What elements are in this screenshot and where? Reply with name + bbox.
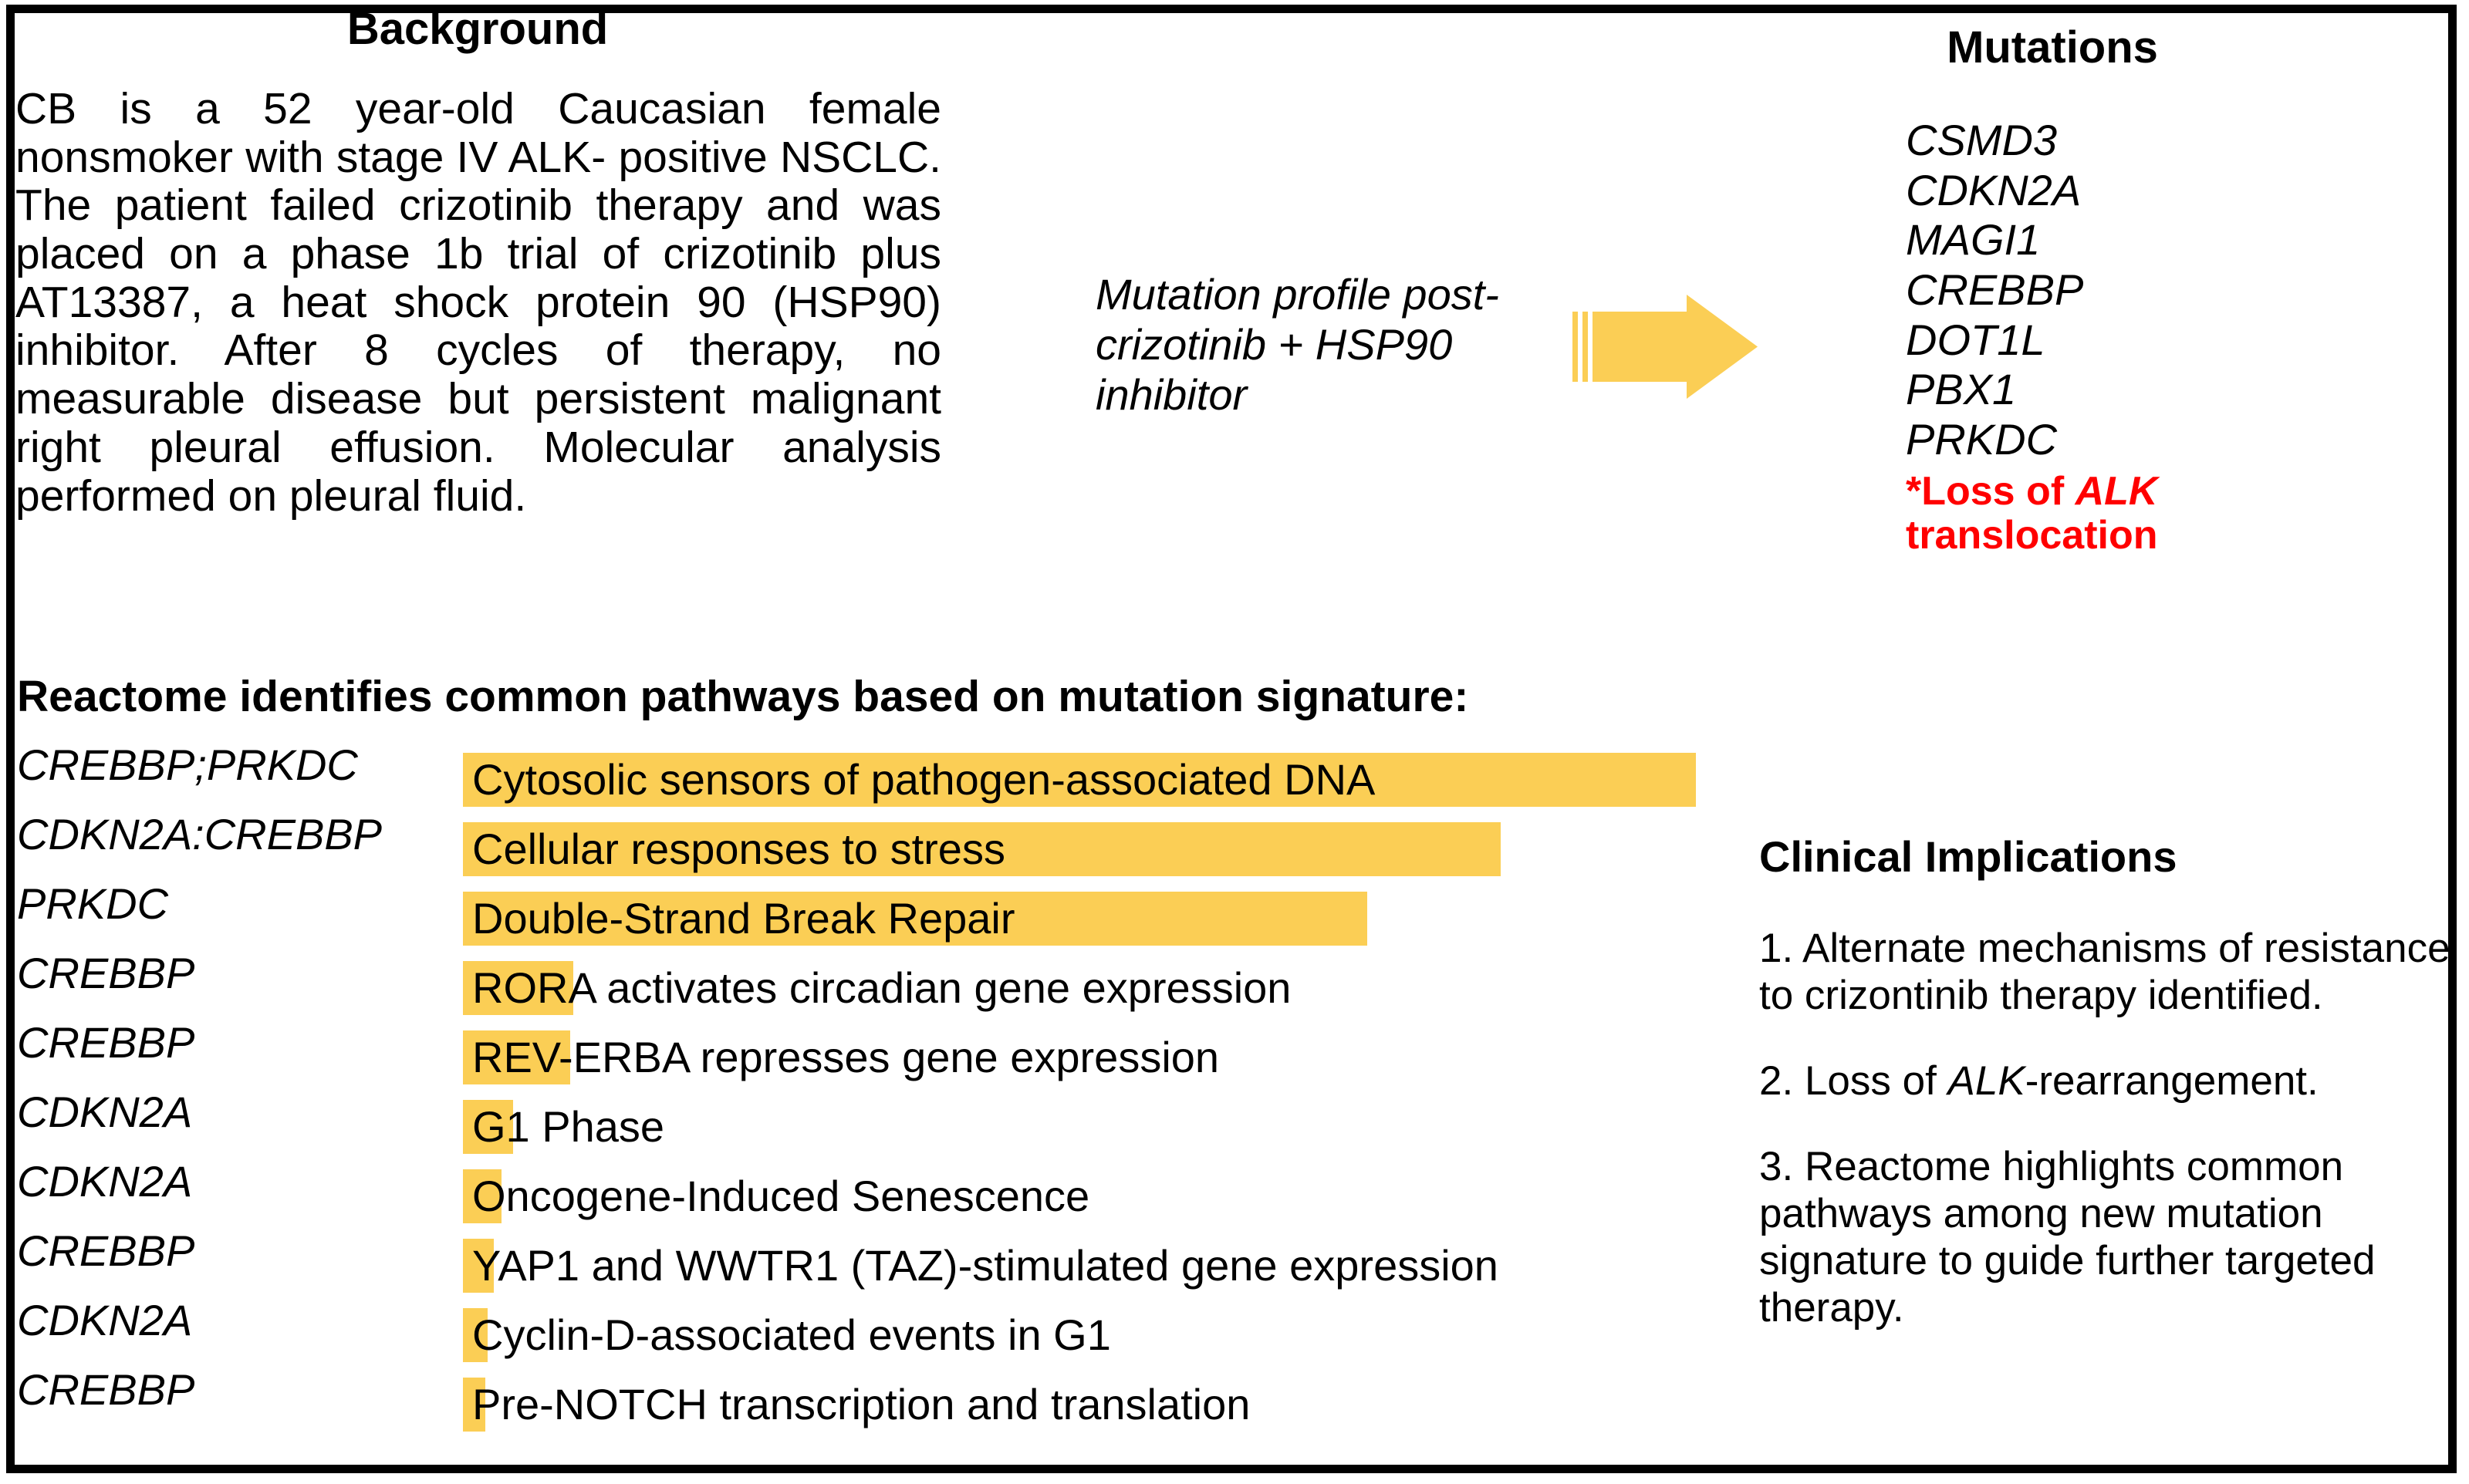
pathway-name: Cellular responses to stress xyxy=(472,825,1005,873)
mutations-title: Mutations xyxy=(1947,22,2158,73)
pathway-gene-label: CDKN2A xyxy=(17,1088,193,1136)
reactome-heading: Reactome identifies common pathways base… xyxy=(17,672,1469,721)
pathway-bar xyxy=(463,1100,513,1154)
mutation-profile-label: Mutation profile post-crizotinib + HSP90… xyxy=(1096,270,1499,419)
pathway-name: Oncogene-Induced Senescence xyxy=(472,1172,1090,1220)
ci-number: 1. xyxy=(1759,926,1803,971)
pathway-bar xyxy=(463,1239,494,1293)
pathway-bar-chart: CREBBP;PRKDC Cytosolic sensors of pathog… xyxy=(0,739,1775,1433)
pathway-name: Pre-NOTCH transcription and translation xyxy=(472,1380,1251,1428)
alk-gene-name: ALK xyxy=(2075,468,2158,514)
clinical-implication-item: 3. Reactome highlights common pathways a… xyxy=(1759,1144,2469,1332)
pathway-gene-label: CREBBP xyxy=(17,1018,195,1067)
poster-border xyxy=(6,5,2457,1473)
pathway-bar xyxy=(463,822,1501,876)
alk-loss-prefix: *Loss of xyxy=(1906,468,2076,514)
mutations-list: CSMD3 CDKN2A MAGI1 CREBBP DOT1L PBX1 PRK… xyxy=(1906,116,2446,558)
mutation-item: MAGI1 xyxy=(1906,215,2041,265)
pathway-gene-label: PRKDC xyxy=(17,879,169,928)
pathway-name: G1 Phase xyxy=(472,1102,665,1151)
pathway-bar xyxy=(463,1030,570,1084)
mutation-item: PBX1 xyxy=(1906,365,2017,414)
pathway-gene-label: CDKN2A xyxy=(17,1296,193,1344)
pathway-name: Double-Strand Break Repair xyxy=(472,894,1015,943)
ci-text: Loss of xyxy=(1804,1057,1948,1104)
clinical-implications-list: 1. Alternate mechanisms of resistance to… xyxy=(1759,926,2469,1371)
ci-number: 2. xyxy=(1759,1057,1805,1104)
pathway-row: CDKN2A Oncogene-Induced Senescence xyxy=(0,1155,1775,1225)
pathway-name: Cyclin-D-associated events in G1 xyxy=(472,1310,1111,1359)
pathway-row: CREBBP REV-ERBA represses gene expressio… xyxy=(0,1017,1775,1086)
ci-number: 3. xyxy=(1759,1143,1805,1189)
ci-text-tail: -rearrangement. xyxy=(2025,1057,2319,1104)
mutation-item: DOT1L xyxy=(1906,315,2045,364)
pathway-row: CDKN2A Cyclin-D-associated events in G1 xyxy=(0,1294,1775,1364)
pathway-gene-label: CREBBP;PRKDC xyxy=(17,740,358,789)
pathway-bar xyxy=(463,1378,485,1432)
mutation-item: PRKDC xyxy=(1906,415,2058,464)
pathway-gene-label: CREBBP xyxy=(17,1226,195,1275)
pathway-gene-label: CREBBP xyxy=(17,949,195,997)
alk-loss-alert: *Loss of ALK translocation xyxy=(1906,468,2230,558)
pathway-row: CREBBP RORA activates circadian gene exp… xyxy=(0,947,1775,1017)
pathway-bar xyxy=(463,753,1696,807)
pathway-bar xyxy=(463,892,1367,946)
pathway-gene-label: CDKN2A xyxy=(17,1157,193,1206)
pathway-name: RORA activates circadian gene expression xyxy=(472,963,1292,1012)
ci-emphasis: ALK xyxy=(1947,1057,2025,1104)
mutation-item: CREBBP xyxy=(1906,265,2084,315)
pathway-bar xyxy=(463,1308,488,1362)
mutation-item: CSMD3 xyxy=(1906,116,2058,164)
pathway-name: REV-ERBA represses gene expression xyxy=(472,1033,1220,1081)
alk-loss-suffix: translocation xyxy=(1906,512,2158,558)
pathway-bar xyxy=(463,961,573,1015)
pathway-name: YAP1 and WWTR1 (TAZ)-stimulated gene exp… xyxy=(472,1241,1498,1290)
clinical-implication-item: 1. Alternate mechanisms of resistance to… xyxy=(1759,926,2469,1020)
clinical-implication-item: 2. Loss of ALK-rearrangement. xyxy=(1759,1058,2469,1105)
pathway-row: CDKN2A G1 Phase xyxy=(0,1086,1775,1155)
pathway-row: CREBBP Pre-NOTCH transcription and trans… xyxy=(0,1364,1775,1433)
pathway-row: CREBBP;PRKDC Cytosolic sensors of pathog… xyxy=(0,739,1775,808)
ci-text: Alternate mechanisms of resistance to cr… xyxy=(1759,926,2450,1018)
background-paragraph: CB is a 52 year-old Caucasian female non… xyxy=(15,84,941,521)
pathway-row: CREBBP YAP1 and WWTR1 (TAZ)-stimulated g… xyxy=(0,1225,1775,1294)
clinical-implications-title: Clinical Implications xyxy=(1759,832,2177,881)
pathway-gene-label: CDKN2A:CREBBP xyxy=(17,810,383,858)
ci-text: Reactome highlights common pathways amon… xyxy=(1759,1143,2376,1331)
pathway-gene-label: CREBBP xyxy=(17,1365,195,1414)
pathway-row: CDKN2A:CREBBP Cellular responses to stre… xyxy=(0,808,1775,878)
pathway-name: Cytosolic sensors of pathogen-associated… xyxy=(472,755,1376,804)
mutation-item: CDKN2A xyxy=(1906,165,2082,214)
pathway-bar xyxy=(463,1169,502,1223)
right-arrow-icon xyxy=(1572,295,1758,399)
pathway-row: PRKDC Double-Strand Break Repair xyxy=(0,878,1775,947)
background-title: Background xyxy=(346,4,609,54)
